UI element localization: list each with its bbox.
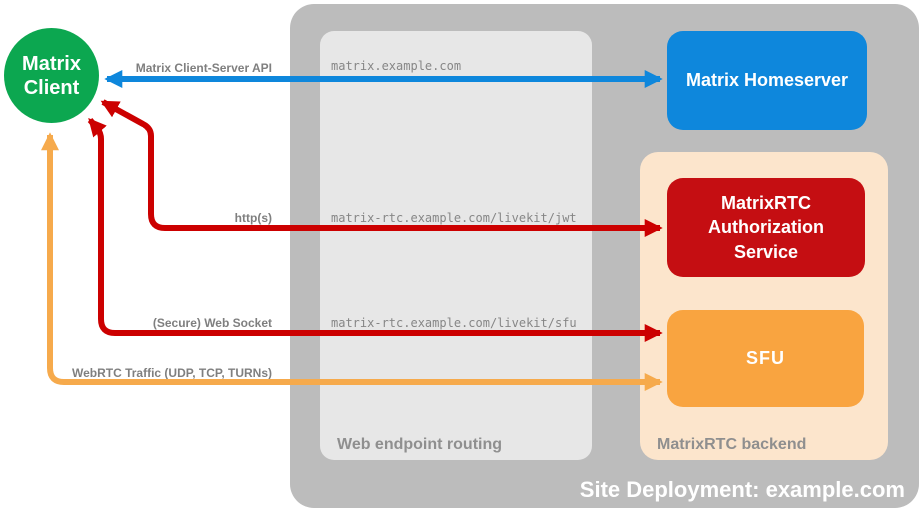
matrix-homeserver-label: Matrix Homeserver bbox=[685, 70, 849, 90]
site-deployment-caption: Site Deployment: example.com bbox=[579, 477, 905, 502]
sfu-node: SFU bbox=[667, 310, 864, 407]
web-endpoint-routing-panel bbox=[320, 31, 592, 460]
matrix-client-label: Matrix Client bbox=[22, 52, 81, 99]
web-endpoint-routing-caption: Web endpoint routing bbox=[337, 436, 503, 453]
client-server-api-label: Matrix Client-Server API bbox=[135, 61, 272, 75]
webrtc-traffic-label: WebRTC Traffic (UDP, TCP, TURNs) bbox=[71, 366, 272, 380]
matrixrtc-authorization-service-node: MatrixRTC Authorization Service bbox=[667, 178, 865, 277]
sfu-label: SFU bbox=[746, 348, 785, 368]
route-livekit-sfu: matrix-rtc.example.com/livekit/sfu bbox=[331, 316, 577, 330]
matrix-client-node: Matrix Client bbox=[4, 28, 99, 123]
matrix-homeserver-node: Matrix Homeserver bbox=[667, 31, 867, 130]
matrixrtc-authorization-service-label: MatrixRTC Authorization Service bbox=[708, 193, 824, 262]
websocket-label: (Secure) Web Socket bbox=[152, 316, 272, 330]
matrixrtc-backend-caption: MatrixRTC backend bbox=[657, 436, 807, 453]
route-matrix-example-com: matrix.example.com bbox=[331, 59, 462, 73]
route-livekit-jwt: matrix-rtc.example.com/livekit/jwt bbox=[331, 211, 577, 225]
https-label: http(s) bbox=[234, 211, 272, 225]
